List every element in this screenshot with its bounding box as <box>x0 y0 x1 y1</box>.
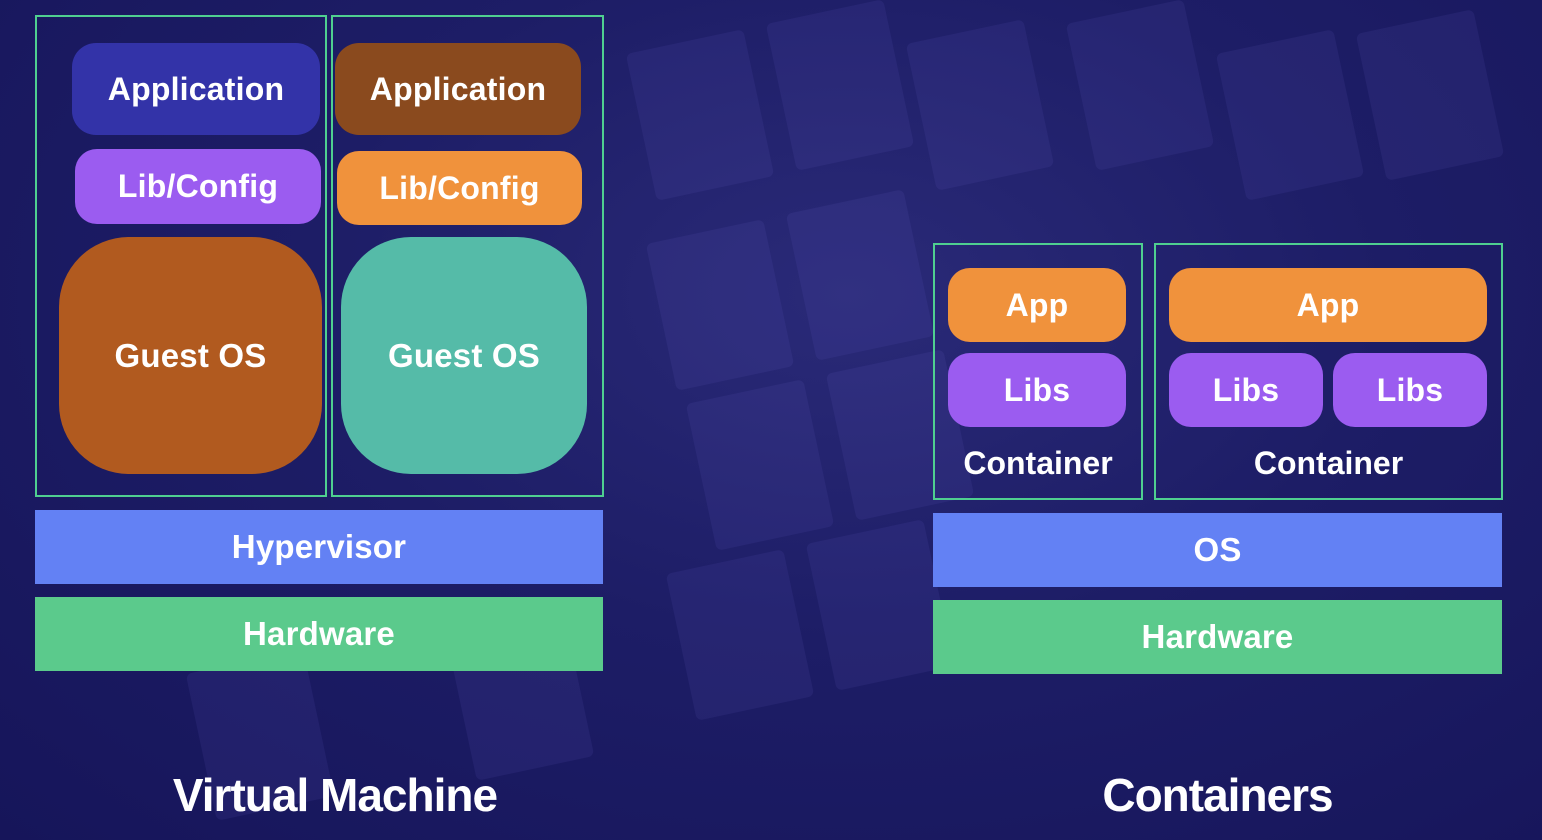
vm-right-lib-config-block: Lib/Config <box>337 151 582 225</box>
container-right-app-block: App <box>1169 268 1487 342</box>
vm-left-lib-config-block: Lib/Config <box>75 149 321 224</box>
vm-stack-left-frame <box>35 15 327 497</box>
container-right-libs-block-1: Libs <box>1169 353 1323 427</box>
vm-right-application-block: Application <box>335 43 581 135</box>
container-left-frame <box>933 243 1143 500</box>
container-left-label: Container <box>963 444 1113 481</box>
container-right-frame <box>1154 243 1503 500</box>
vm-left-application-block: Application <box>72 43 320 135</box>
container-left-libs-block: Libs <box>948 353 1126 427</box>
container-left-app-block: App <box>948 268 1126 342</box>
hypervisor-bar: Hypervisor <box>35 510 603 584</box>
containers-title: Containers <box>1102 769 1333 821</box>
vm-left-guest-os-block: Guest OS <box>59 237 322 474</box>
containers-hardware-bar: Hardware <box>933 600 1502 674</box>
virtual-machine-title: Virtual Machine <box>172 769 498 821</box>
vm-right-guest-os-block: Guest OS <box>341 237 587 474</box>
container-right-label: Container <box>1253 444 1404 481</box>
vm-hardware-bar: Hardware <box>35 597 603 671</box>
container-right-libs-block-2: Libs <box>1333 353 1487 427</box>
vm-stack-right-frame <box>331 15 604 497</box>
os-bar: OS <box>933 513 1502 587</box>
